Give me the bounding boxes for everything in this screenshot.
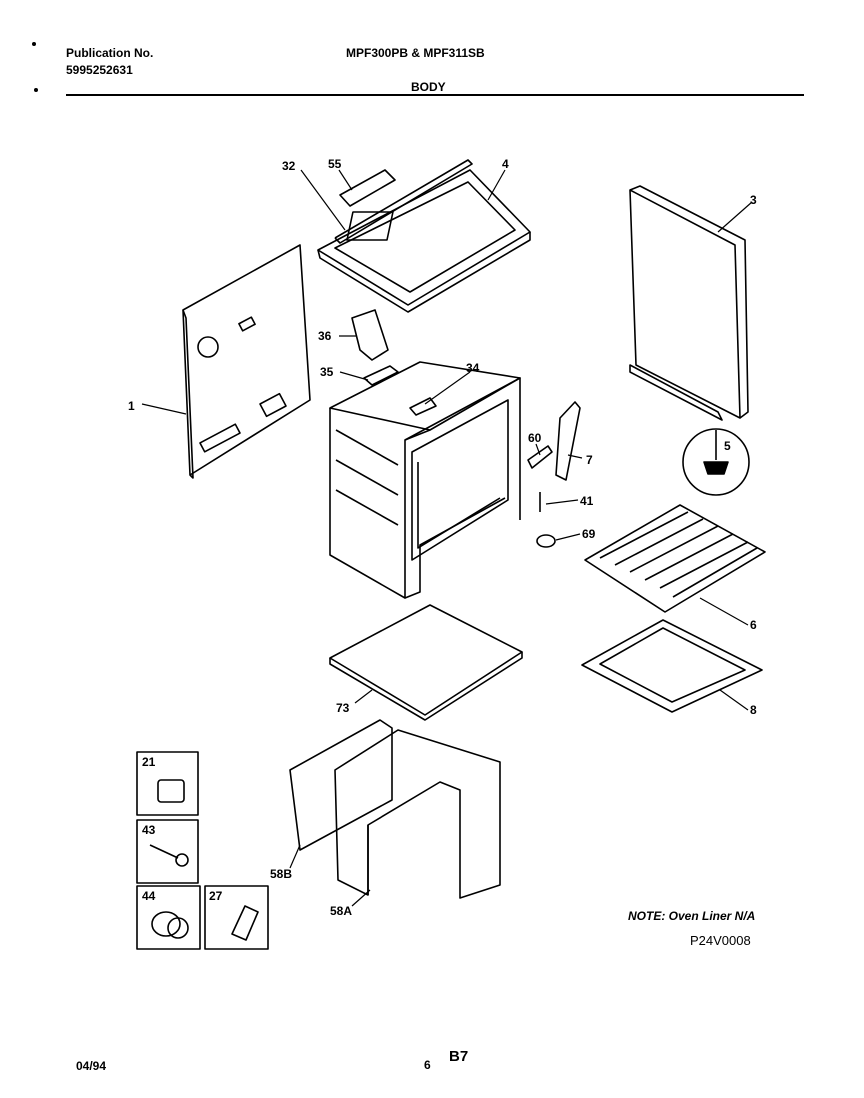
label-part-4: 4 (502, 157, 509, 171)
section-title: BODY (411, 80, 446, 94)
label-part-69: 69 (582, 527, 596, 541)
oven-body (329, 361, 521, 599)
screw-43 (149, 844, 189, 867)
label-part-27: 27 (209, 889, 223, 903)
label-part-6: 6 (750, 618, 757, 632)
footer-code: B7 (449, 1048, 469, 1065)
leveling-leg (703, 430, 729, 475)
label-part-8: 8 (750, 703, 757, 717)
publication-number: 5995252631 (66, 63, 133, 77)
box-part-43 (136, 819, 199, 884)
door-hinge (555, 401, 581, 481)
top-panel (317, 169, 531, 313)
label-part-58b: 58B (270, 867, 292, 881)
lower-body-cover (334, 729, 501, 899)
label-part-34: 34 (466, 361, 480, 375)
hole-plug (536, 534, 556, 548)
publication-label: Publication No. (66, 46, 154, 60)
label-part-5: 5 (724, 439, 731, 453)
label-part-41: 41 (580, 494, 594, 508)
side-panel (629, 185, 749, 421)
label-part-35: 35 (320, 365, 334, 379)
duct-gasket (363, 365, 399, 386)
back-panel (182, 244, 311, 479)
label-part-1: 1 (128, 399, 135, 413)
label-part-43: 43 (142, 823, 156, 837)
small-bracket (339, 169, 396, 207)
label-part-21: 21 (142, 755, 156, 769)
knob-44 (151, 911, 189, 939)
label-part-60: 60 (528, 431, 542, 445)
box-part-21 (136, 751, 199, 816)
vent-trim (409, 397, 437, 416)
label-part-58a: 58A (330, 904, 352, 918)
side-filler (289, 719, 393, 851)
leveling-leg-callout (682, 428, 750, 496)
label-part-7: 7 (586, 453, 593, 467)
label-part-36: 36 (318, 329, 332, 343)
model-numbers: MPF300PB & MPF311SB (346, 46, 485, 60)
broiler-pan (581, 619, 763, 713)
footer-date: 04/94 (76, 1059, 107, 1073)
label-part-55: 55 (328, 157, 342, 171)
label-part-32: 32 (282, 159, 296, 173)
footer-page: 6 (424, 1058, 431, 1072)
vent-duct (351, 309, 389, 361)
box-part-27 (204, 885, 269, 950)
bracket-strip (334, 159, 473, 244)
label-part-3: 3 (750, 193, 757, 207)
hinge-receptacle (527, 445, 553, 469)
drawing-code: P24V0008 (690, 933, 751, 948)
label-part-73: 73 (336, 701, 350, 715)
oven-rack (584, 504, 766, 613)
box-part-44 (136, 885, 201, 950)
oven-liner-note: NOTE: Oven Liner N/A (628, 909, 756, 923)
label-part-44: 44 (142, 889, 156, 903)
bottom-panel (329, 604, 523, 721)
connector-21 (157, 779, 185, 803)
clip-27 (231, 905, 259, 941)
